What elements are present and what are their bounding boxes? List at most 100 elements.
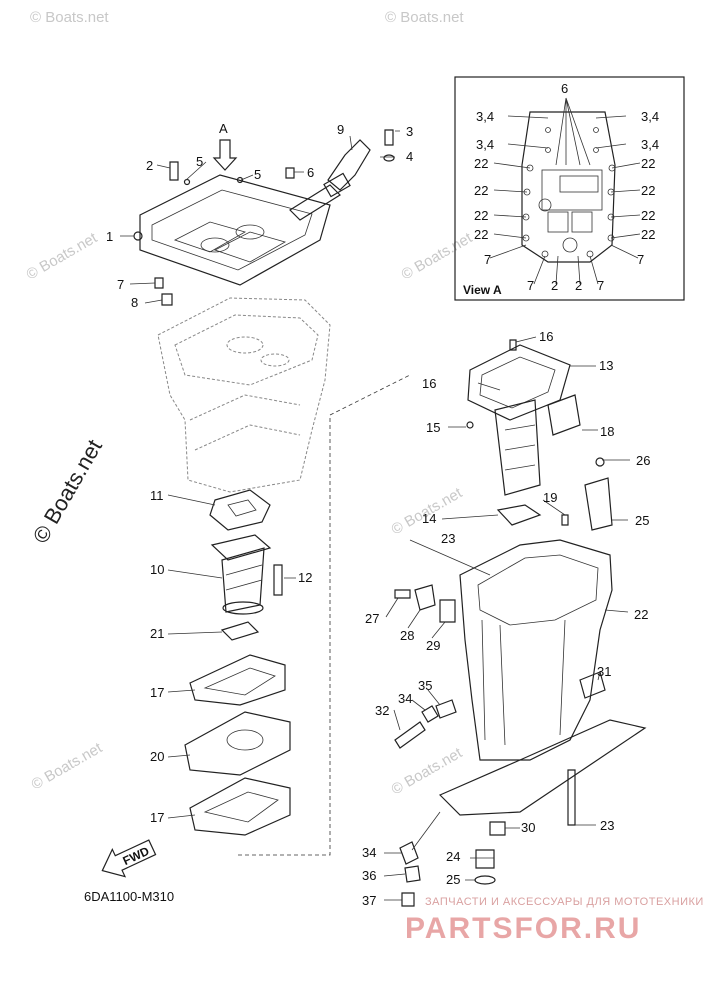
part-20 [547,394,581,436]
view-arrow-icon [212,139,238,171]
ghost-engine-block [157,297,331,493]
watermark: © Boats.net [29,739,106,793]
view-a-frame [454,76,685,301]
watermark-large: © Boats.net [28,435,107,547]
callout: 12 [298,570,312,585]
callout: 16 [539,329,553,344]
callout: 34 [398,691,412,706]
callout: 23 [600,818,614,833]
callout: 17 [150,810,164,825]
callout: 7 [484,252,491,267]
callout: 3 [406,124,413,139]
callout: 7 [637,252,644,267]
callout: 22 [474,156,488,171]
callout: 32 [375,703,389,718]
callout: 6 [561,81,568,96]
callout: 25 [446,872,460,887]
callout: 1 [106,229,113,244]
callout: 3,4 [641,137,659,152]
part-24 [475,849,495,869]
callout: 25 [635,513,649,528]
part-9 [327,139,371,191]
callout: 3,4 [641,109,659,124]
upper-casing-body [459,539,613,761]
part-28 [439,599,456,623]
part-14 [496,504,542,526]
callout: 22 [641,183,655,198]
callout: 14 [422,511,436,526]
callout: 30 [521,820,535,835]
watermark: © Boats.net [389,744,466,798]
plate-18 [184,711,291,776]
callout: 22 [474,183,488,198]
callout: 13 [599,358,613,373]
callout: 22 [641,208,655,223]
callout: 34 [362,845,376,860]
exhaust-stack: 11 10 12 21 17 20 17 [150,488,312,836]
callout: 6 [307,165,314,180]
diagram-code: 6DA1100-M310 [84,889,174,904]
callout: 23 [441,531,455,546]
brand-logo: PARTSFOR.RU [405,912,641,945]
anti-cavitation-plate [438,719,647,816]
part-22-bolt [567,769,576,826]
callout: 20 [150,749,164,764]
callout: 22 [474,208,488,223]
callout: 15 [426,420,440,435]
callout: 8 [131,295,138,310]
fwd-label: FWD [121,844,152,868]
callout: 2 [551,278,558,293]
callout: 9 [337,122,344,137]
gasket-17-upper [189,654,286,706]
callout: 11 [150,488,164,503]
callout: 36 [362,868,376,883]
callout: 26 [636,453,650,468]
callout: 22 [641,227,655,242]
view-a-panel: 6 3,4 3,4 3,4 3,4 22 22 22 22 22 22 22 2… [454,76,685,301]
callout: 21 [150,626,164,641]
part-26 [584,477,613,531]
part-33 [394,721,426,749]
callout: 37 [362,893,376,908]
fwd-arrow: FWD [101,839,157,878]
callout: 22 [641,156,655,171]
watermark: © Boats.net [385,9,464,26]
callout: 16 [422,376,436,391]
callout: 2 [575,278,582,293]
brand-tagline: ЗАПЧАСТИ И АКСЕССУАРЫ ДЛЯ МОТОТЕХНИКИ [425,896,704,908]
callout: 7 [117,277,124,292]
manifold-top [210,534,272,561]
assembly-line [238,374,411,856]
watermark: © Boats.net [399,229,476,283]
callout: 7 [597,278,604,293]
watermark: © Boats.net [24,229,101,283]
callout: 17 [150,685,164,700]
gasket-11 [209,489,271,531]
part-29 [414,584,436,611]
view-a-label: View A [463,283,502,297]
callout: 3,4 [476,137,494,152]
watermark: © Boats.net [30,9,109,26]
part-35 [435,699,457,719]
callout: 35 [418,678,432,693]
callout: 31 [597,664,611,679]
upper-casing: 14 19 23 26 25 22 31 23 30 24 25 [409,453,650,887]
upper-plate-assembly: A 1 2 3 4 5 5 6 7 8 9 [106,121,413,310]
callout: 24 [446,849,460,864]
callout: 28 [400,628,414,643]
callout: 18 [600,424,614,439]
small-parts: 27 28 29 32 34 35 34 36 37 [362,584,457,908]
branding: ЗАПЧАСТИ И АКСЕССУАРЫ ДЛЯ МОТОТЕХНИКИ PA… [405,896,704,945]
callout: 10 [150,562,164,577]
callout: 4 [406,149,413,164]
callout: 3,4 [476,109,494,124]
callout: 27 [365,611,379,626]
callout: 2 [146,158,153,173]
gasket-17-lower [189,777,291,836]
view-a-plate [521,111,616,263]
callout: 29 [426,638,440,653]
view-arrow-label: A [219,121,228,136]
exhaust-guide: 16 13 16 15 18 [422,329,614,496]
gasket-19 [220,621,260,641]
